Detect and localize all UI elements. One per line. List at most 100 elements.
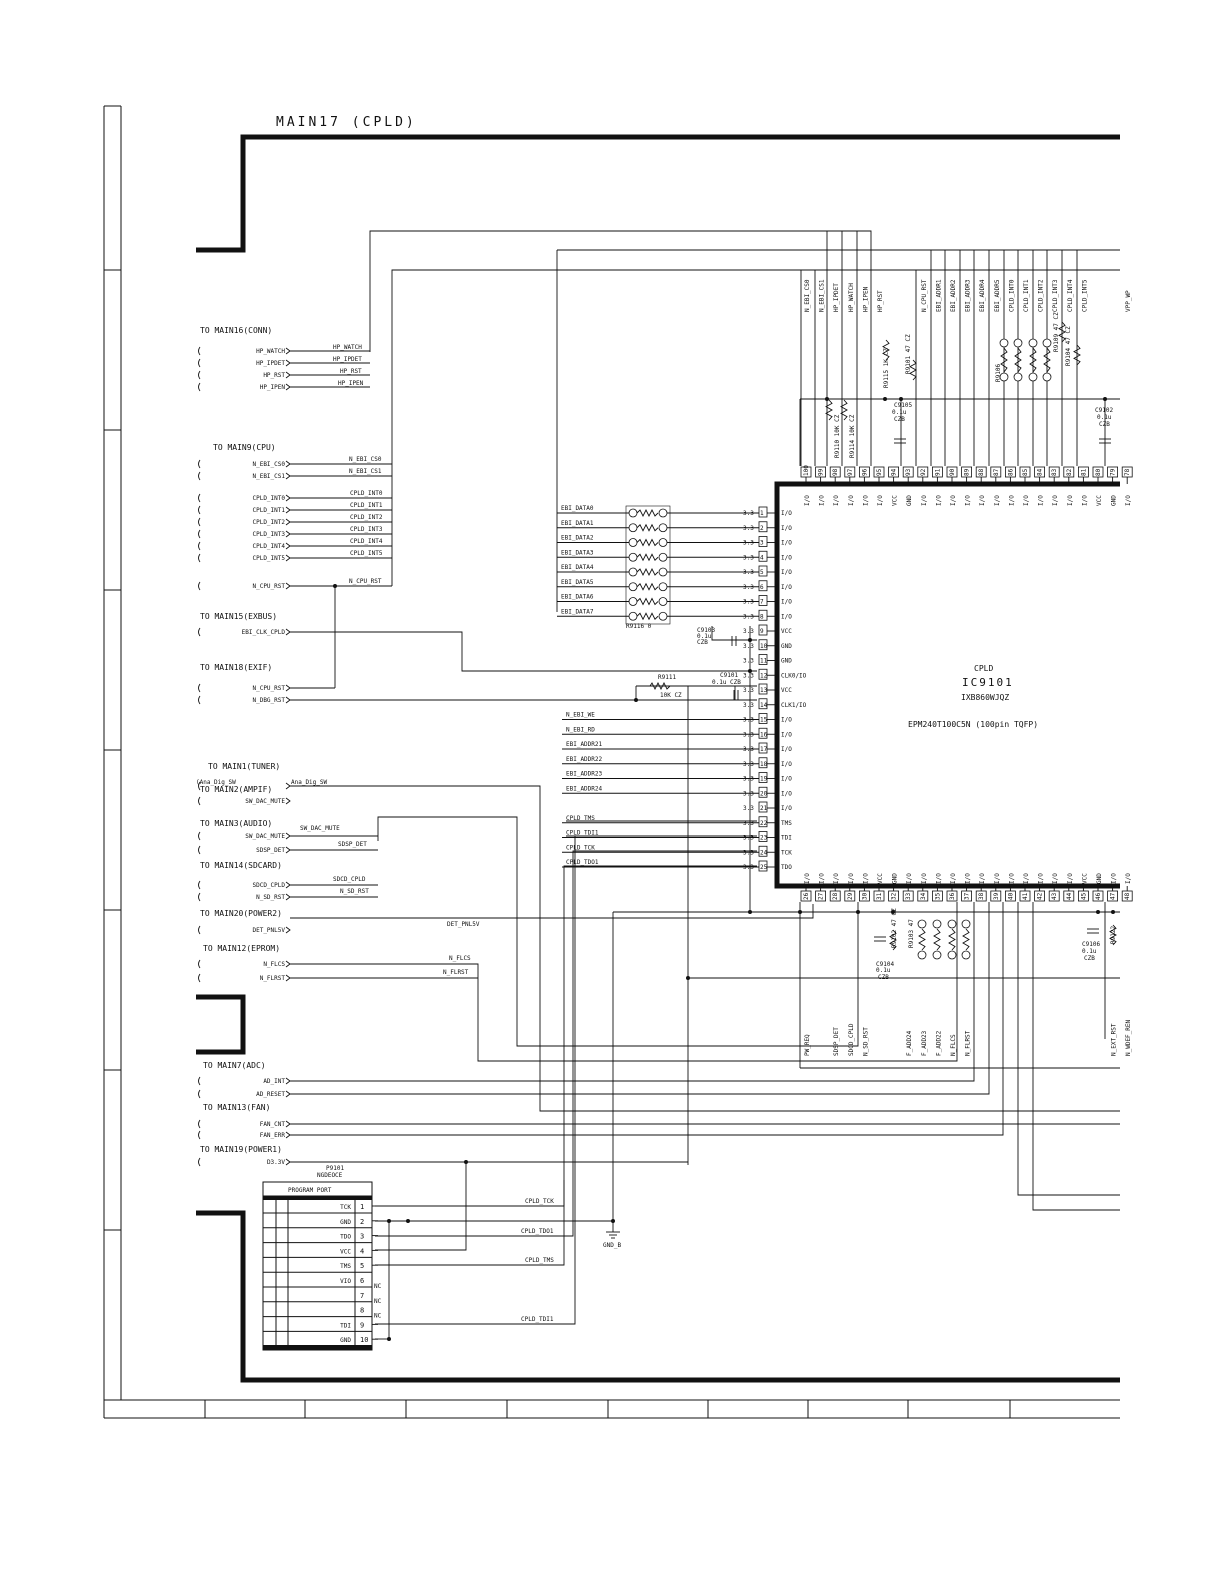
- svg-text:C9103: C9103: [697, 627, 715, 634]
- pin-net: N_CPU_RST: [921, 279, 928, 312]
- pin-name: I/O: [965, 495, 972, 506]
- connector-signal: N_FLCS: [263, 961, 285, 968]
- pin-name: GND: [1111, 495, 1118, 506]
- port-pin-name: GND: [340, 1219, 351, 1226]
- left-net: EBI_ADDR24: [562, 785, 759, 794]
- pin-name: I/O: [994, 495, 1001, 506]
- svg-text:0.1u: 0.1u: [876, 967, 891, 974]
- pin-name: I/O: [906, 873, 913, 884]
- pin-name: VCC: [781, 687, 792, 694]
- pin-name: I/O: [819, 873, 826, 884]
- port-pin-name: TDO: [340, 1234, 351, 1241]
- connector-signal: (Ana_Dig_SW: [196, 779, 236, 786]
- svg-text:CZB: CZB: [697, 639, 708, 646]
- svg-text:R9111: R9111: [658, 674, 676, 681]
- pin-net: HP_IPDET: [833, 283, 840, 312]
- pin-name: I/O: [1081, 495, 1088, 506]
- wire-label: N_FLRST: [443, 969, 469, 976]
- pin-number: 7: [760, 599, 764, 606]
- pin-number: 82: [1066, 468, 1073, 476]
- net-label: N_EBI_RD: [566, 726, 595, 733]
- svg-text:0.1u: 0.1u: [892, 409, 907, 416]
- pin-number: 36: [949, 892, 956, 900]
- svg-text:C9102: C9102: [1095, 407, 1113, 414]
- net-label: EBI_DATA2: [561, 535, 594, 542]
- pin-net: EBI_ADDR4: [979, 279, 986, 312]
- pin-name: I/O: [781, 717, 792, 724]
- pin-name: I/O: [1023, 495, 1030, 506]
- pin-name: GND: [1096, 873, 1103, 884]
- port-pin-nc: NC: [374, 1283, 382, 1290]
- svg-text:C9101: C9101: [720, 672, 738, 679]
- connector-block: TO MAIN15(EXBUS)EBI_CLK_CPLD: [198, 612, 291, 637]
- svg-text:CZB: CZB: [894, 416, 905, 423]
- pin-net: N_EBI_CS0: [804, 279, 811, 312]
- net-label: EBI_DATA3: [561, 549, 594, 556]
- left-net: EBI_DATA4: [557, 564, 759, 577]
- wire-label: SDSP_DET: [338, 841, 367, 848]
- r9101-label: R9101 47 CZ: [905, 334, 912, 374]
- pin-name: I/O: [862, 495, 869, 506]
- svg-text:CZB: CZB: [1084, 955, 1095, 962]
- pin-name: GND: [781, 658, 792, 665]
- connector-signal: CPLD_INT2: [252, 519, 285, 526]
- chip-partno: IXB860WJQZ: [961, 693, 1009, 702]
- wire-label: HP_RST: [340, 368, 362, 375]
- svg-text:C9104: C9104: [876, 961, 894, 968]
- wire-label: CPLD_TMS: [525, 1257, 554, 1264]
- pin-voltage: 3.3: [743, 761, 754, 768]
- chip-pin: 26I/OPW_REQ: [800, 873, 812, 1056]
- pin-number: 35: [934, 892, 941, 900]
- chip-kind: CPLD: [974, 664, 993, 673]
- chip-pin: 37I/ON_FLRST: [961, 873, 972, 1056]
- pin-number: 88: [978, 468, 985, 476]
- pin-number: 42: [1037, 892, 1044, 900]
- pin-name: I/O: [781, 790, 792, 797]
- connector-block: TO MAIN2(AMPIF)SW_DAC_MUTE: [198, 785, 291, 806]
- pin-number: 97: [847, 468, 854, 476]
- chip-pin: 38I/O: [975, 873, 987, 902]
- r9102-label: R9102 47 CZ: [891, 908, 898, 948]
- pin-number: 30: [861, 892, 868, 900]
- pin-voltage: 3.3: [743, 835, 754, 842]
- chip-pin: 47I/ON_EXT_RST: [1107, 873, 1118, 1056]
- pin-name: I/O: [921, 873, 928, 884]
- port-pin-number: 4: [360, 1247, 364, 1255]
- port-pin-name: VIO: [340, 1278, 351, 1285]
- r9110-label: R9110 10K CZ: [834, 414, 841, 458]
- net-label: EBI_ADDR23: [566, 771, 603, 778]
- port-pin-number: 10: [360, 1336, 368, 1344]
- wire-label: CPLD_INT2: [350, 514, 383, 521]
- wire-label: Ana_Dig_SW: [291, 779, 328, 786]
- junction-dots: [333, 397, 1115, 1341]
- chip-pin: 30I/ON_SD_RST: [859, 873, 870, 1056]
- connector-signal: N_EBI_CS1: [252, 473, 285, 480]
- pin-number: 13: [760, 687, 768, 694]
- net-label: EBI_DATA7: [561, 608, 594, 615]
- pin-net: EBI_ADDR3: [965, 279, 972, 312]
- pin-net: CPLD_INT3: [1052, 279, 1059, 312]
- pin-voltage: 3.3: [743, 658, 754, 665]
- connector-signal: HP_RST: [263, 372, 285, 379]
- pin-net: F_ADD23: [921, 1030, 928, 1056]
- svg-text:0.1u: 0.1u: [1082, 948, 1097, 955]
- connector-title: TO MAIN15(EXBUS): [200, 612, 277, 621]
- pin-number: 98: [832, 468, 839, 476]
- pin-net: N_SD_RST: [862, 1027, 869, 1056]
- svg-text:C9105: C9105: [894, 402, 912, 409]
- pin-net: HP_WATCH: [848, 283, 855, 312]
- pin-voltage: 3.3: [743, 540, 754, 547]
- pin-net: N_FLCS: [950, 1034, 957, 1056]
- pin-number: 100: [803, 465, 810, 476]
- pin-name: I/O: [1125, 873, 1132, 884]
- pin-number: 99: [818, 468, 825, 476]
